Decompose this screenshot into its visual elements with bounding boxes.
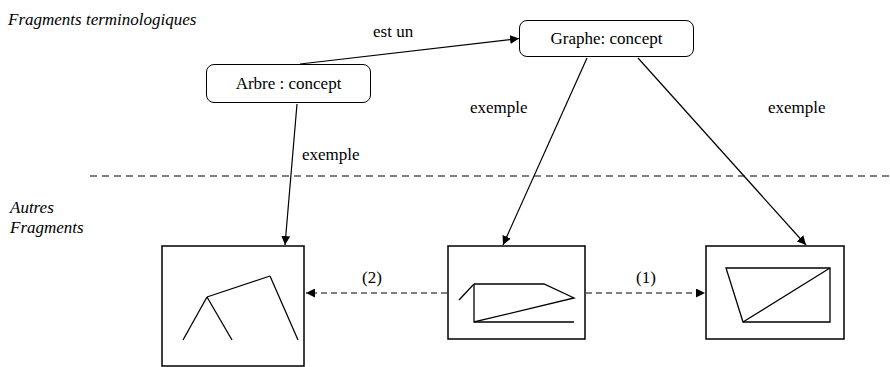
dashed-arrow: [586, 292, 705, 293]
example-arrow: [638, 58, 806, 245]
relation-label: exemple: [766, 98, 828, 118]
tree-figure: [183, 276, 298, 340]
callout-number: (2): [360, 268, 384, 288]
relation-label: exemple: [300, 145, 362, 165]
callout-number: (1): [634, 268, 658, 288]
isa-arrow: [300, 39, 519, 65]
zone-label: Fragments terminologiques: [6, 10, 198, 30]
example-arrow: [503, 58, 587, 245]
zone-label: Autres Fragments: [8, 198, 92, 237]
separator-line: [90, 175, 890, 176]
concept-box: Graphe: concept: [519, 20, 694, 57]
concept-label: Arbre : concept: [236, 74, 342, 94]
relation-label: est un: [371, 22, 415, 42]
concept-box: Arbre : concept: [206, 64, 371, 103]
figure-box: [448, 246, 585, 339]
figure-box: [162, 246, 304, 366]
concept-label: Graphe: concept: [551, 29, 663, 49]
figure-box: [706, 246, 844, 339]
graph-figure: [459, 284, 574, 322]
dashed-arrow: [306, 292, 447, 293]
graph-figure: [726, 268, 830, 322]
example-arrow: [285, 104, 297, 245]
relation-label: exemple: [468, 98, 530, 118]
